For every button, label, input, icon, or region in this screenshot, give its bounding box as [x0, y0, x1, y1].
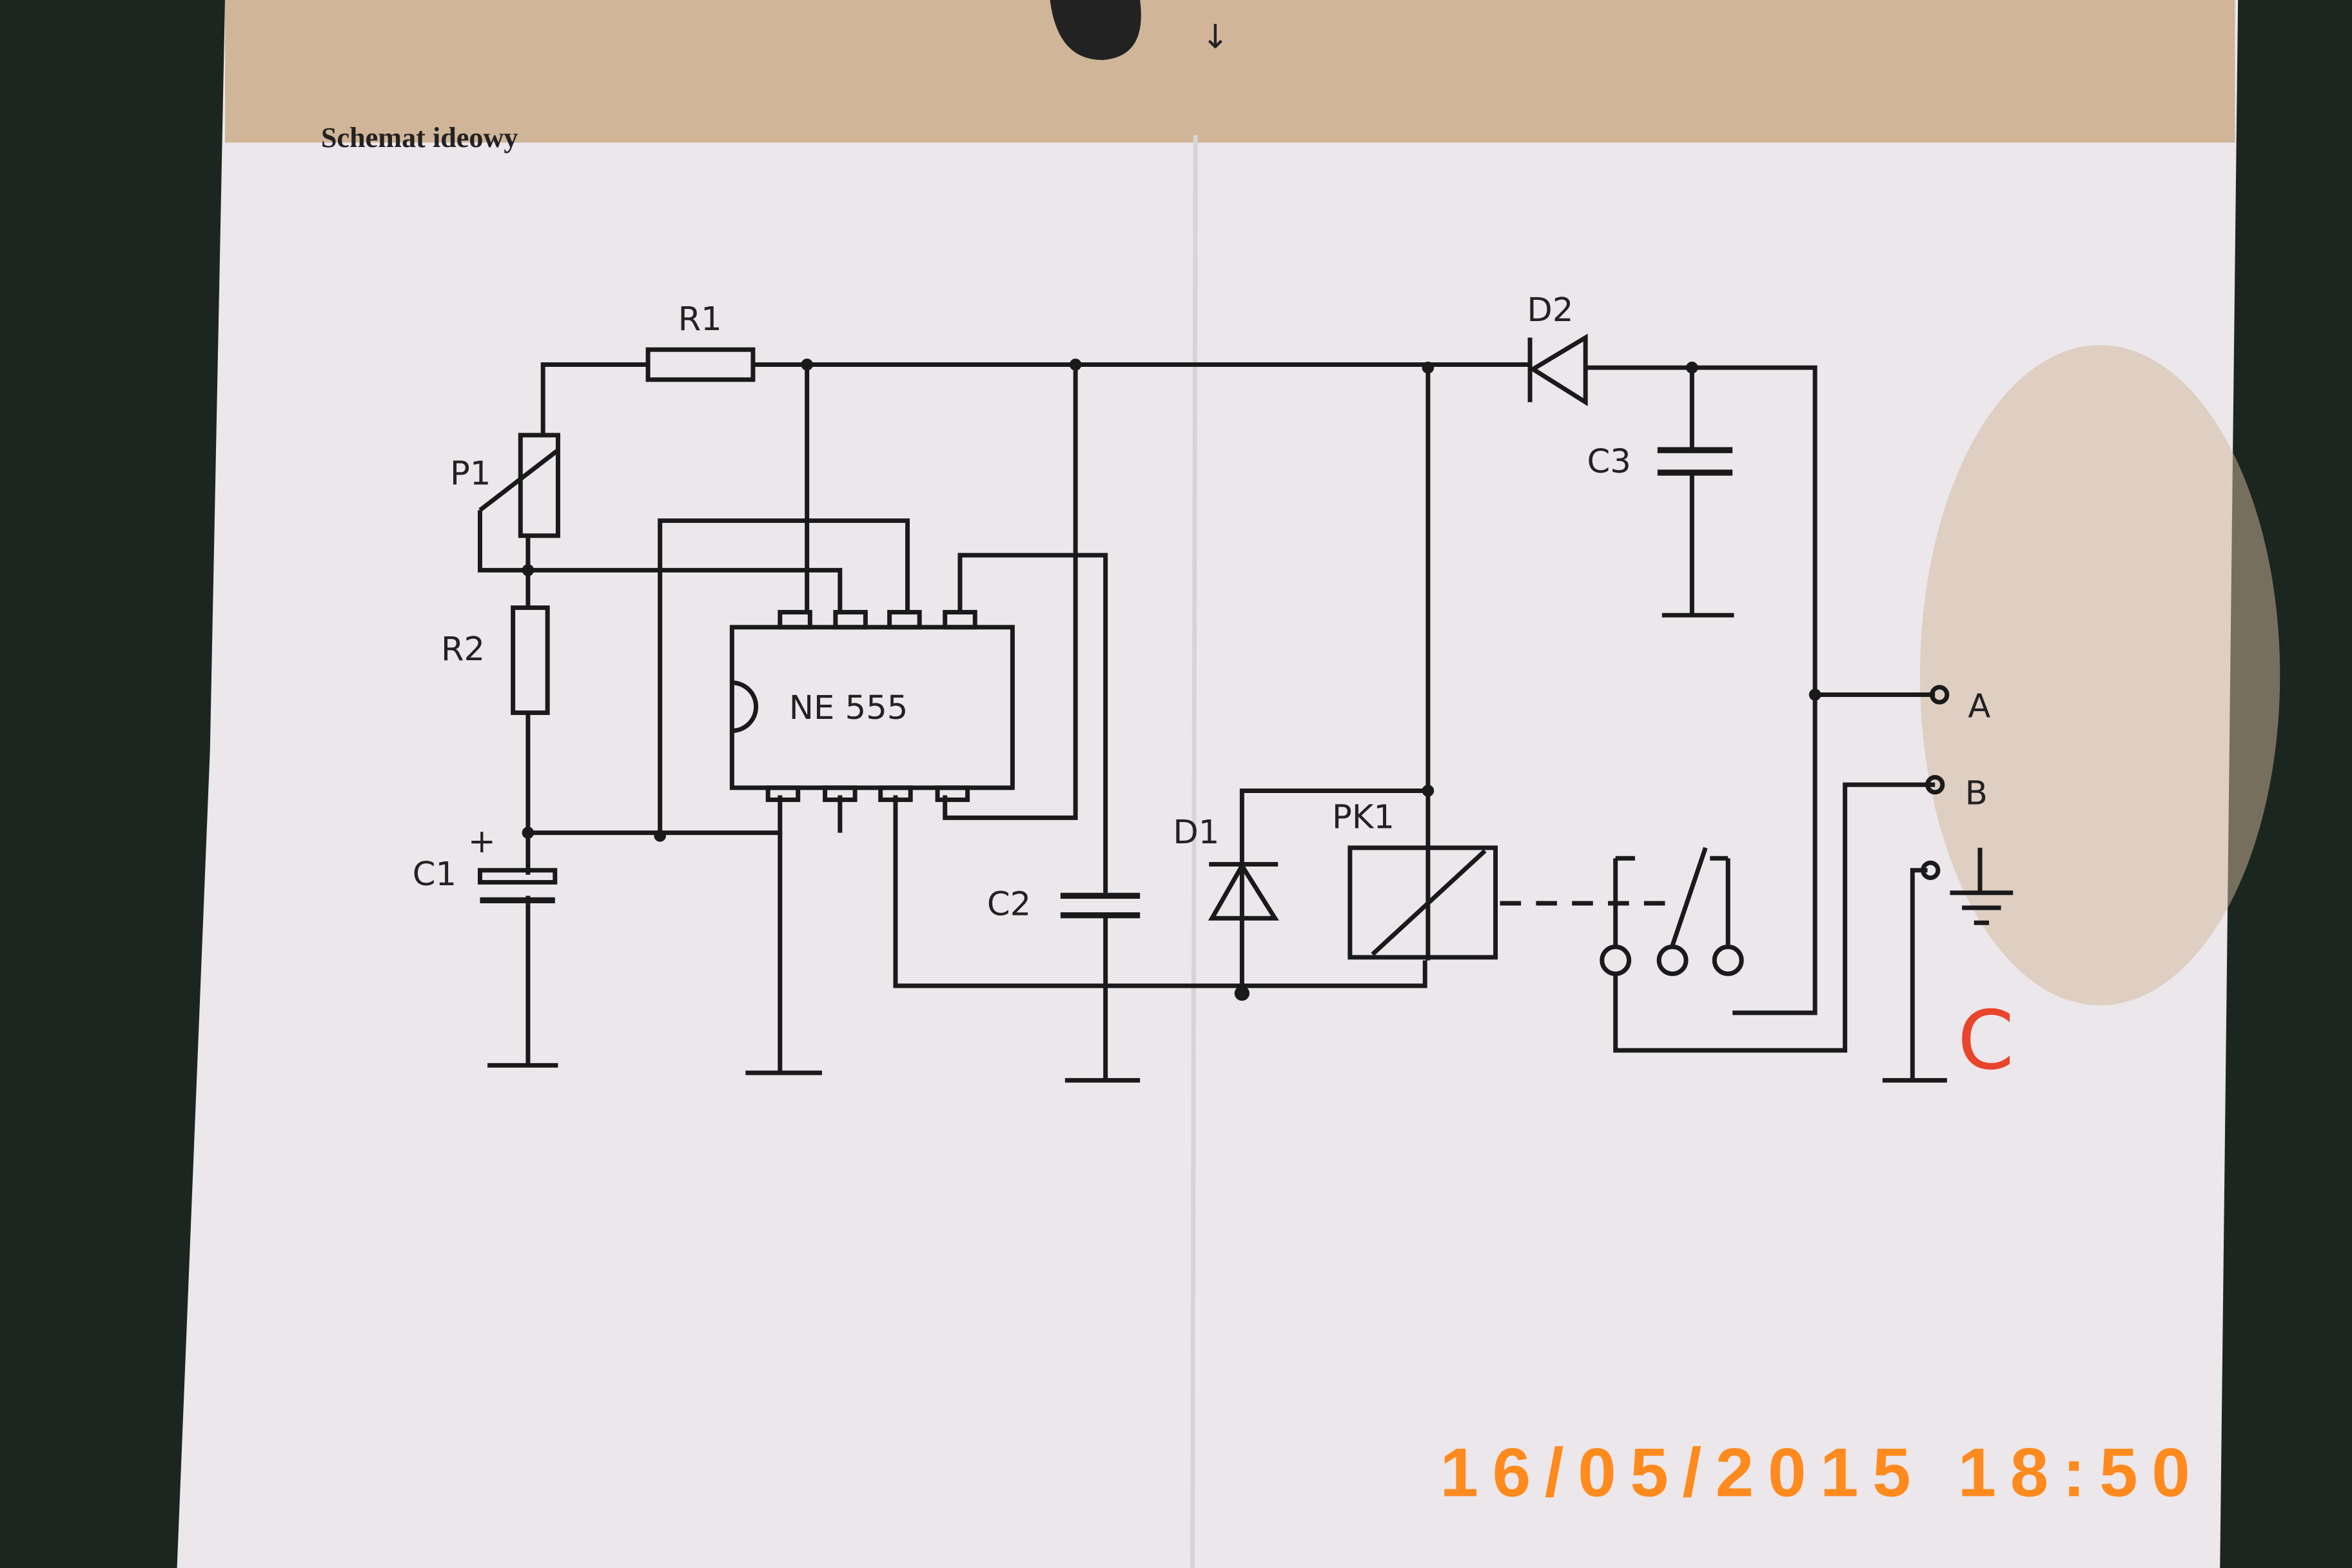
label-r2: R2 — [441, 630, 485, 669]
label-r1: R1 — [678, 300, 722, 338]
terminal-a-label: A — [1968, 687, 1990, 725]
label-p1: P1 — [450, 455, 491, 493]
relay-contacts — [1600, 945, 1744, 976]
arrow-mark: ↓ — [1202, 17, 1230, 56]
circuit-wires — [478, 362, 2014, 1083]
label-d2: D2 — [1527, 291, 1573, 329]
label-ic: NE 555 — [789, 689, 908, 727]
capacitor-c1 — [478, 868, 558, 904]
diode-d1 — [1208, 861, 1279, 921]
relay-pk1-coil — [1348, 845, 1498, 960]
capacitor-c3 — [1657, 447, 1733, 476]
terminal-b-label: B — [1965, 774, 1988, 812]
label-d1: D1 — [1173, 813, 1219, 852]
paper-stain-right — [1919, 345, 2280, 1006]
capacitor-c2 — [1060, 892, 1141, 919]
label-pk1: PK1 — [1332, 798, 1395, 837]
document-heading: Schemat ideowy — [321, 122, 518, 153]
label-c3: C3 — [1587, 442, 1631, 481]
handwritten-mark: C — [1957, 993, 2014, 1088]
diode-d2 — [1527, 333, 1588, 407]
paper-stain-top — [224, 0, 2235, 143]
paper-sheet — [177, 0, 2239, 1568]
resistor-r2 — [511, 605, 550, 715]
label-c1: C1 — [413, 855, 456, 894]
paper-fold — [1190, 135, 1198, 1568]
label-c2: C2 — [987, 885, 1031, 924]
terminals — [1921, 685, 1950, 880]
page-number-fragment — [1050, 0, 1141, 61]
junction-dots — [522, 358, 1821, 1001]
label-plus: + — [468, 822, 496, 861]
resistor-r1 — [645, 347, 756, 382]
ic-ne555 — [729, 610, 1015, 802]
potentiometer-p1 — [518, 433, 560, 538]
